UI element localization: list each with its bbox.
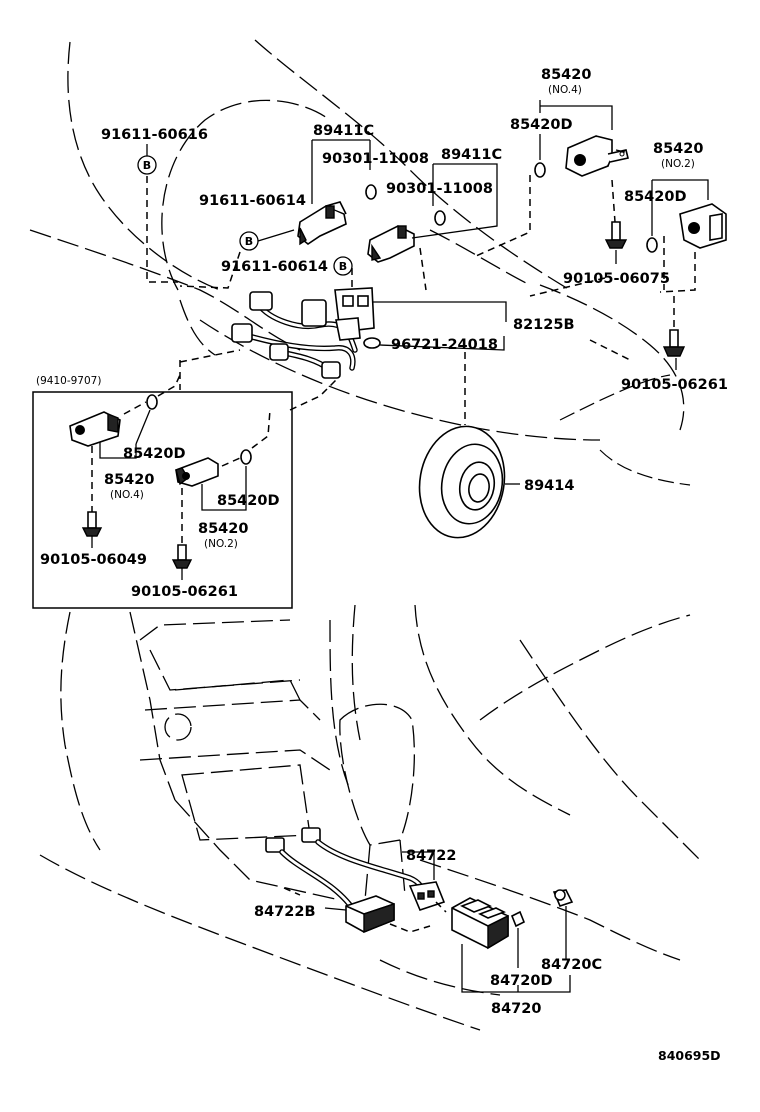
label-91611-c: 91611-60614 <box>221 259 328 275</box>
inset-label-85420d-b: 85420D <box>217 493 279 509</box>
sensor-89411c-a <box>297 201 347 246</box>
label-85420-no4: 85420 <box>541 67 591 83</box>
callout-b-b: B <box>239 231 259 251</box>
inset-label-90105-06049: 90105-06049 <box>40 552 147 568</box>
label-85420d-right: 85420D <box>624 189 686 205</box>
figure-id: 840695D <box>658 1048 721 1063</box>
inset-label-85420-b: 85420 <box>198 521 248 537</box>
label-91611-b: 91611-60614 <box>199 193 306 209</box>
label-84722b: 84722B <box>254 904 316 920</box>
leader-lines-upper <box>146 100 709 485</box>
bulb-84720c <box>552 889 574 907</box>
switch-85420-no2 <box>646 203 727 253</box>
label-84720: 84720 <box>491 1001 541 1017</box>
label-90301-a: 90301-11008 <box>322 151 429 167</box>
label-85420-no2-sub: (NO.2) <box>661 158 695 170</box>
label-90105-06075: 90105-06075 <box>563 271 670 287</box>
label-82125b: 82125B <box>513 317 575 333</box>
screw-90105-06261-right <box>662 329 686 357</box>
switch-84722b <box>345 895 395 934</box>
wire-harness-82125b <box>231 287 375 379</box>
inset-label-85420-a-sub: (NO.4) <box>110 489 144 501</box>
switch-85420-no4 <box>534 135 629 178</box>
screw-90105-06075 <box>604 221 628 249</box>
label-85420-no2: 85420 <box>653 141 703 157</box>
label-85420d-top: 85420D <box>510 117 572 133</box>
label-96721: 96721-24018 <box>391 337 498 353</box>
callout-b-c: B <box>333 256 353 276</box>
inset-box <box>32 374 293 609</box>
label-85420-no4-sub: (NO.4) <box>548 84 582 96</box>
leader-lines-lower <box>283 851 571 993</box>
svg-text:B: B <box>339 260 347 273</box>
svg-text:B: B <box>245 235 253 248</box>
label-89411c-b: 89411C <box>441 147 502 163</box>
part-labels: 85420 (NO.4) 85420D 85420 (NO.2) 85420D … <box>101 67 728 1063</box>
label-90301-b: 90301-11008 <box>386 181 493 197</box>
speaker-89414 <box>418 425 506 539</box>
label-84722: 84722 <box>406 848 456 864</box>
label-89414: 89414 <box>524 478 574 494</box>
inset-label-85420-a: 85420 <box>104 472 154 488</box>
clip-96721 <box>363 337 381 349</box>
inset-labels: (9410-9707) 85420D 85420 (NO.4) 85420D 8… <box>36 375 279 600</box>
label-84720d: 84720D <box>490 973 552 989</box>
body-outline <box>29 39 691 486</box>
switch-assembly-84722 <box>265 827 446 911</box>
label-90105-06261-right: 90105-06261 <box>621 377 728 393</box>
callout-b-a: B <box>137 155 157 175</box>
label-84720c: 84720C <box>541 957 602 973</box>
inset-date-range: (9410-9707) <box>36 375 101 387</box>
o-rings-90301 <box>365 184 446 226</box>
sensor-89411c-b <box>367 225 415 263</box>
svg-text:B: B <box>143 159 151 172</box>
label-89411c-a: 89411C <box>313 123 374 139</box>
inset-label-85420-b-sub: (NO.2) <box>204 538 238 550</box>
label-91611-a: 91611-60616 <box>101 127 208 143</box>
inset-label-90105-06261: 90105-06261 <box>131 584 238 600</box>
shift-knob <box>339 703 415 901</box>
switch-84720 <box>451 897 526 950</box>
inset-label-85420d-a: 85420D <box>123 446 185 462</box>
